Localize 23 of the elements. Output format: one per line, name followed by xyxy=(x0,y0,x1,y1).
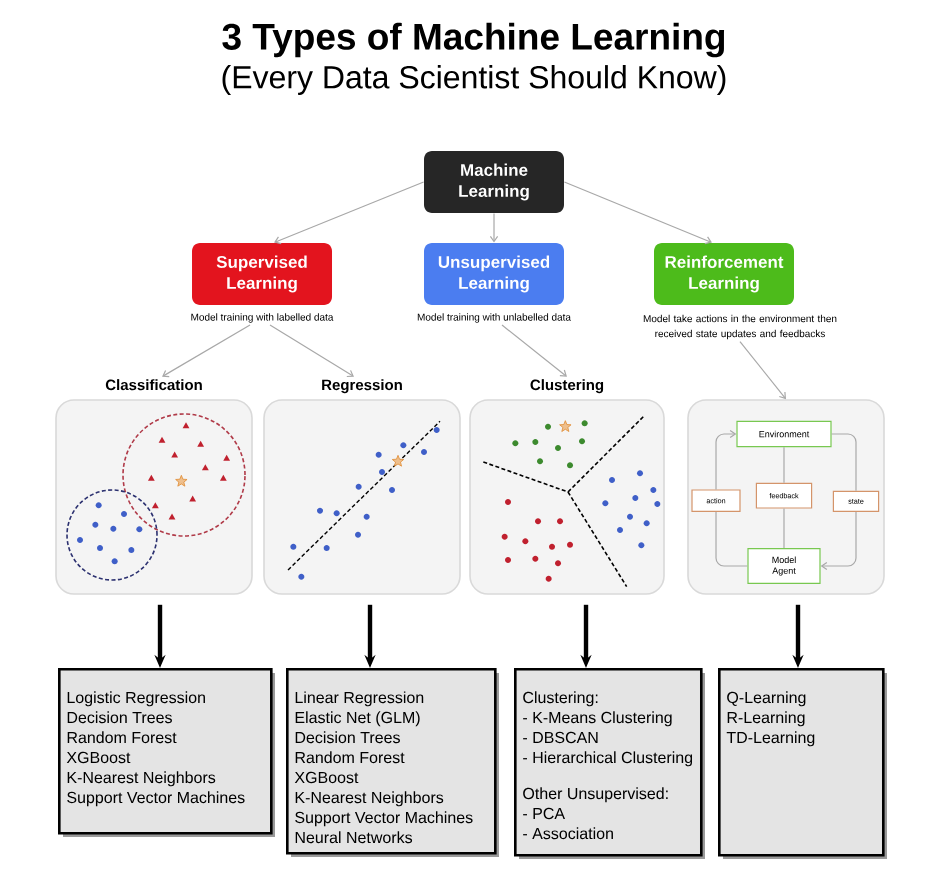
arrow xyxy=(820,511,857,571)
connector-line xyxy=(783,508,785,549)
arrow xyxy=(274,181,425,245)
list-box: Clustering: - K-Means Clustering - DBSCAN - Hierarchical Clustering Other Unsupervised: - PCA - Association xyxy=(514,668,705,859)
root-box: Machine Learning xyxy=(424,151,564,213)
list-box: Q-Learning R-Learning TD-Learning xyxy=(718,668,887,859)
connector-line xyxy=(783,446,785,484)
arrow xyxy=(563,181,712,245)
connector-line xyxy=(715,511,748,567)
category-box: Unsupervised Learning xyxy=(424,243,564,305)
subtitle: (Every Data Scientist Should Know) xyxy=(222,65,726,95)
category-box: Reinforcement Learning xyxy=(654,243,794,305)
arrow xyxy=(489,212,499,243)
list-box: Logistic Regression Decision Trees Random Forest XGBoost K-Nearest Neighbors Support Vector Machines xyxy=(58,668,275,837)
arrow xyxy=(739,340,786,400)
title: 3 Types of Machine Learning xyxy=(222,22,725,58)
category-box: Supervised Learning xyxy=(192,243,332,305)
arrow xyxy=(501,324,567,377)
arrow xyxy=(269,324,354,378)
arrow xyxy=(715,429,737,490)
list-box: Linear Regression Elastic Net (GLM) Decision Trees Random Forest XGBoost K-Nearest Neighbors Support Vector Machines Neural Networks xyxy=(286,668,499,857)
connector-line xyxy=(831,433,857,492)
arrow xyxy=(162,324,251,378)
